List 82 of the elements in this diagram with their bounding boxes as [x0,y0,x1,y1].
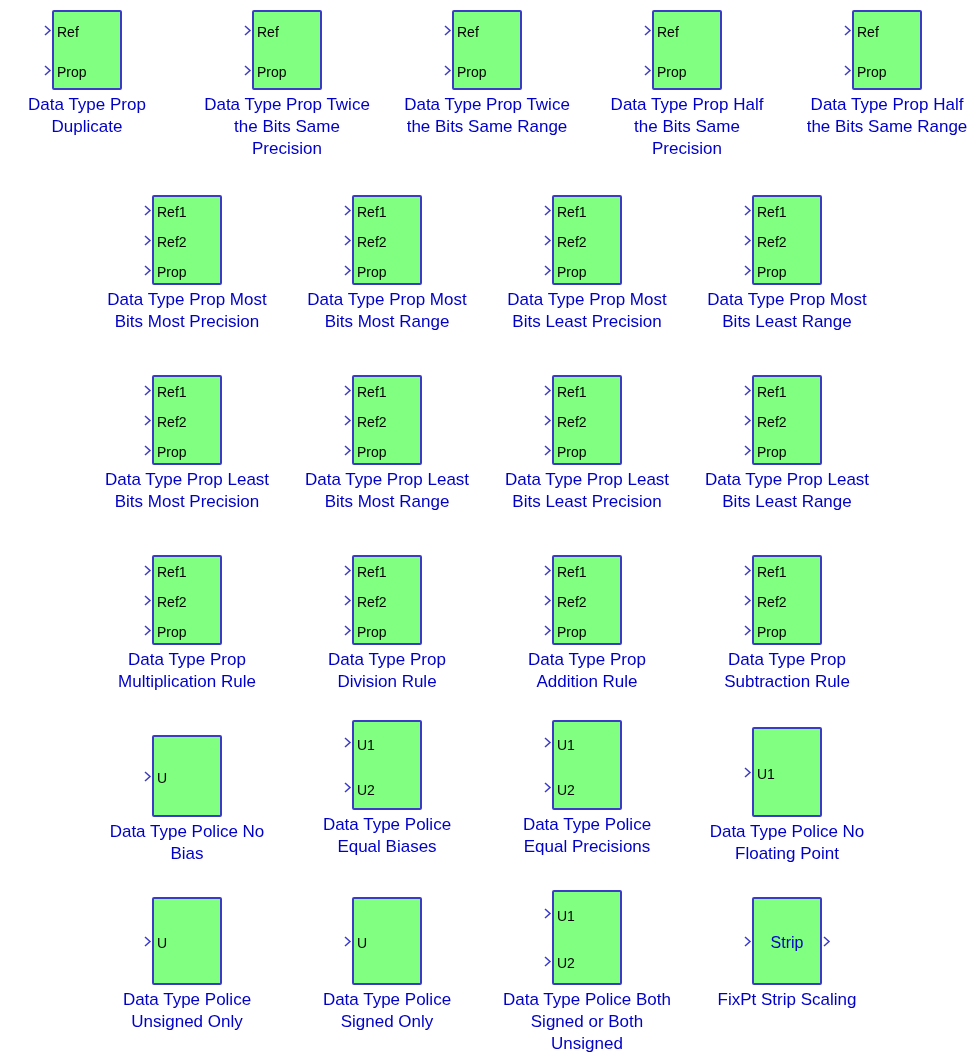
port-label: Ref2 [357,414,387,430]
block-caption: Data Type Prop Most Bits Least Precision [506,289,668,333]
port-label: U1 [557,907,575,924]
block-caption: Data Type Prop Most Bits Most Precision [106,289,268,333]
block-caption: Data Type Police Equal Precisions [521,814,653,858]
port-label: Prop [457,64,487,80]
block-caption: Data Type Prop Least Bits Least Range [703,469,871,513]
port-label: Ref2 [157,594,187,610]
port-label: Prop [857,64,887,80]
block-caption: FixPt Strip Scaling [716,989,858,1011]
block-caption: Data Type Prop Half the Bits Same Range [805,94,967,138]
port-label: Prop [357,444,387,460]
port-label: Prop [757,444,787,460]
port-label: Ref2 [157,414,187,430]
port-label: Ref1 [157,384,187,400]
block-caption: Data Type Police Signed Only [321,989,453,1033]
block-caption: Data Type Police Unsigned Only [121,989,253,1033]
port-label: Ref2 [557,234,587,250]
block-caption: Data Type Prop Most Bits Least Range [706,289,868,333]
port-label: Prop [157,624,187,640]
port-label: Ref2 [757,594,787,610]
port-label: Prop [557,444,587,460]
port-label: Prop [257,64,287,80]
port-label: U2 [557,781,575,798]
block-caption: Data Type Prop Most Bits Most Range [306,289,468,333]
port-label: Ref1 [157,204,187,220]
block-caption: Data Type Police Both Signed or Both Unsigned [502,989,672,1055]
port-label: U1 [757,766,775,782]
port-label: Prop [57,64,87,80]
block-caption: Data Type Prop Twice the Bits Same Precision [203,94,371,160]
port-label: Prop [557,264,587,280]
port-label: Ref [57,24,79,40]
port-label: Prop [757,264,787,280]
port-label: Ref2 [757,234,787,250]
port-label: Ref2 [357,594,387,610]
block-caption: Data Type Prop Subtraction Rule [723,649,851,693]
block-caption: Data Type Police Equal Biases [321,814,453,858]
block-caption: Data Type Prop Half the Bits Same Precision [609,94,765,160]
port-label: Ref [857,24,879,40]
block-caption: Data Type Police No Floating Point [708,821,866,865]
port-label: U [157,770,168,786]
port-label: Ref1 [357,384,387,400]
block-caption: Data Type Prop Division Rule [327,649,447,693]
port-label: Ref2 [557,414,587,430]
port-label: U2 [557,955,575,972]
port-label: U1 [357,736,375,753]
block-caption: Data Type Prop Least Bits Most Precision [103,469,271,513]
port-label: U [357,935,368,951]
port-label: U [157,935,168,951]
port-label: Prop [557,624,587,640]
port-label: Prop [757,624,787,640]
port-label: Ref1 [357,204,387,220]
block-caption: Data Type Prop Addition Rule [527,649,647,693]
port-label: U2 [357,781,375,798]
block-caption: Data Type Prop Twice the Bits Same Range [403,94,571,138]
block-caption: Data Type Prop Least Bits Most Range [303,469,471,513]
port-label: Prop [657,64,687,80]
port-label: Prop [357,624,387,640]
port-label: Ref1 [757,204,787,220]
port-label: Strip [769,935,805,951]
port-label: Ref2 [357,234,387,250]
port-label: Ref [657,24,679,40]
block-caption: Data Type Police No Bias [108,821,266,865]
port-label: Ref1 [557,564,587,580]
port-label: U1 [557,736,575,753]
port-label: Ref2 [557,594,587,610]
port-label: Prop [157,264,187,280]
port-label: Ref [457,24,479,40]
block-caption: Data Type Prop Least Bits Least Precision [503,469,671,513]
block-caption: Data Type Prop Duplicate [27,94,147,138]
port-label: Prop [157,444,187,460]
port-label: Ref2 [157,234,187,250]
port-label: Ref2 [757,414,787,430]
block-caption: Data Type Prop Multiplication Rule [117,649,257,693]
port-label: Ref1 [357,564,387,580]
port-label: Ref1 [557,384,587,400]
port-label: Ref1 [757,384,787,400]
port-label: Ref1 [557,204,587,220]
port-label: Prop [357,264,387,280]
port-label: Ref1 [757,564,787,580]
port-label: Ref [257,24,279,40]
port-label: Ref1 [157,564,187,580]
